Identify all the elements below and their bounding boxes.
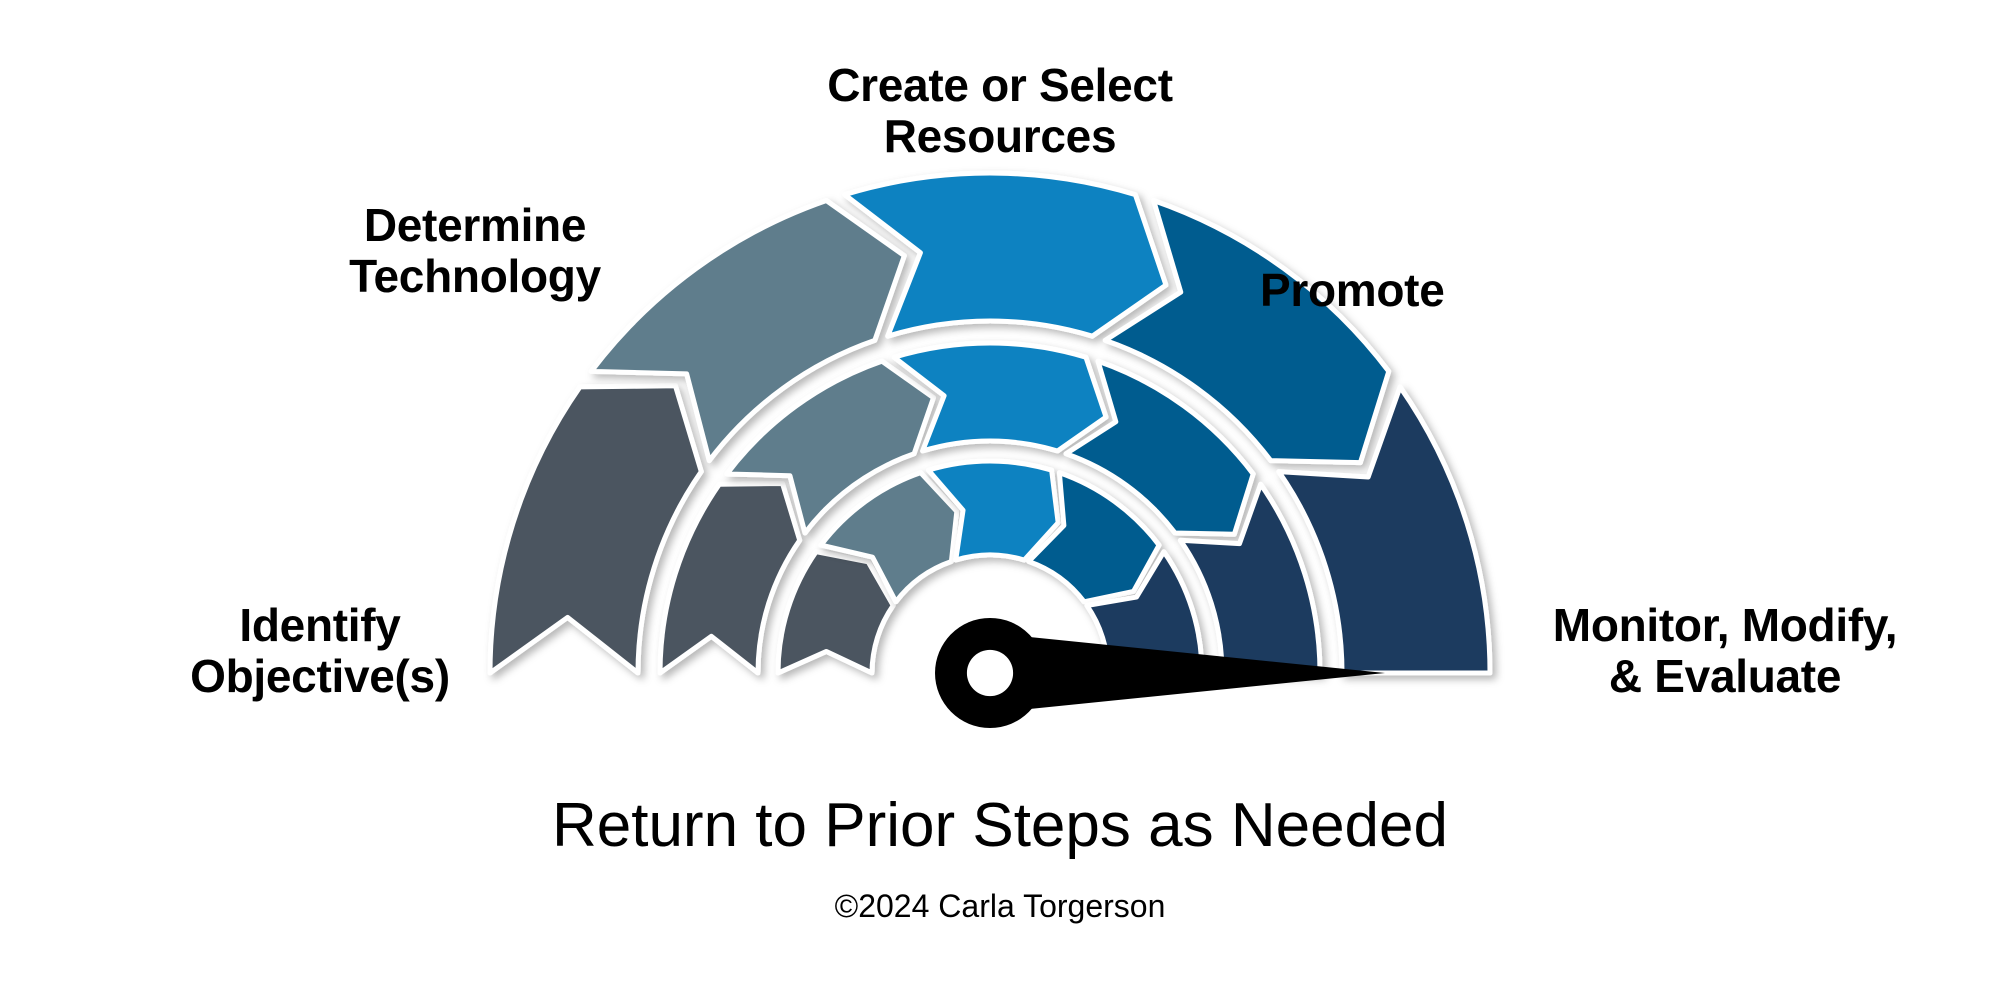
- step-label-determine-technology: Determine Technology: [349, 199, 601, 302]
- needle-pointer: [990, 633, 1385, 713]
- gauge-rings: [487, 170, 1493, 676]
- gauge-segment-identify-objectives-ring3: [775, 549, 896, 676]
- needle-hub-hole: [966, 649, 1014, 697]
- step-label-monitor-modify-evaluate: Monitor, Modify, & Evaluate: [1552, 599, 1898, 702]
- step-label-promote: Promote: [1260, 264, 1445, 316]
- gauge-segment-promote-ring1: [1102, 198, 1392, 466]
- gauge-segment-promote-ring2: [1063, 358, 1256, 537]
- gauge-segment-monitor-modify-evaluate-ring1: [1276, 384, 1493, 676]
- gauge-segment-create-or-select-resources-ring1: [842, 170, 1169, 339]
- gauge-segment-promote-ring3: [1026, 470, 1162, 605]
- gauge-segment-identify-objectives-ring1: [487, 383, 704, 676]
- gauge-segment-determine-technology-ring1: [588, 198, 907, 464]
- gauge-needle: [935, 618, 1385, 728]
- step-label-create-or-select-resources: Create or Select Resources: [827, 59, 1173, 162]
- step-label-identify-objectives: Identify Objective(s): [190, 599, 450, 702]
- gauge-segment-create-or-select-resources-ring3: [925, 458, 1061, 563]
- gauge-segment-determine-technology-ring2: [724, 358, 936, 536]
- diagram-caption: Return to Prior Steps as Needed: [551, 791, 1449, 860]
- gauge-segment-determine-technology-ring3: [818, 470, 960, 605]
- gauge-segment-identify-objectives-ring2: [657, 481, 803, 676]
- gauge-segment-create-or-select-resources-ring2: [891, 340, 1109, 454]
- copyright-notice: ©2024 Carla Torgerson: [834, 888, 1166, 924]
